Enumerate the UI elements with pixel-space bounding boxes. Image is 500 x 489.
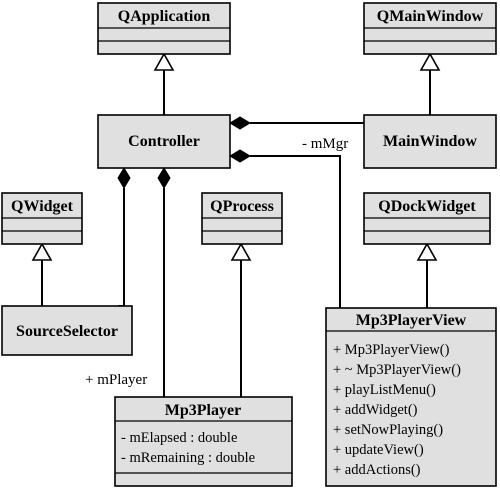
- inheritance-arrow-qdockwidget: [416, 242, 438, 261]
- class-qwidget: QWidget: [1, 192, 83, 245]
- inheritance-arrow-qmainwindow: [419, 52, 441, 71]
- controller-sourceselector-composition-line: [118, 188, 125, 307]
- operation-item: + setNowPlaying(): [333, 422, 443, 438]
- composition-diamond-mp3player: [157, 167, 171, 189]
- class-qapplication: QApplication: [97, 2, 231, 55]
- class-mainwindow: MainWindow: [363, 114, 497, 169]
- class-qdockwidget: QDockWidget: [363, 192, 491, 245]
- class-name-qapplication: QApplication: [118, 8, 211, 25]
- class-name-qprocess: QProcess: [210, 198, 274, 215]
- mp3player-attributes: - mElapsed : double - mRemaining : doubl…: [121, 430, 255, 466]
- class-name-sourceselector: SourceSelector: [16, 323, 118, 340]
- inheritance-arrow-qprocess: [230, 242, 252, 261]
- class-mp3player: Mp3Player - mElapsed : double - mRemaini…: [114, 396, 293, 487]
- class-controller: Controller: [97, 114, 231, 169]
- class-qprocess: QProcess: [201, 192, 283, 245]
- class-name-mp3player: Mp3Player: [165, 402, 241, 419]
- composition-diamond-mp3playerview: [229, 149, 251, 163]
- role-label-mplayer: + mPlayer: [85, 372, 147, 388]
- mp3playerview-operations: + Mp3PlayerView() + ~ Mp3PlayerView() + …: [333, 342, 461, 478]
- class-sourceselector: SourceSelector: [1, 305, 133, 356]
- class-name-qmainwindow: QMainWindow: [377, 8, 484, 25]
- class-name-qwidget: QWidget: [11, 198, 74, 215]
- operation-item: + addWidget(): [333, 402, 418, 418]
- operation-item: + playListMenu(): [333, 382, 436, 398]
- class-name-controller: Controller: [128, 133, 200, 150]
- attribute-item: - mElapsed : double: [121, 430, 237, 446]
- inheritance-arrow-qapplication: [153, 52, 175, 71]
- inheritance-arrow-qwidget: [31, 242, 53, 261]
- composition-diamond-sourceselector: [117, 167, 131, 189]
- attribute-item: - mRemaining : double: [121, 450, 255, 466]
- class-mp3playerview: Mp3PlayerView + Mp3PlayerView() + ~ Mp3P…: [325, 307, 497, 487]
- operation-item: + updateView(): [333, 442, 424, 458]
- class-name-mainwindow: MainWindow: [383, 133, 477, 150]
- composition-diamond-mainwindow: [229, 116, 251, 130]
- controller-mp3playerview-composition-line: [250, 155, 341, 308]
- class-qmainwindow: QMainWindow: [363, 2, 497, 55]
- operation-item: + ~ Mp3PlayerView(): [333, 362, 461, 378]
- operation-item: + addActions(): [333, 462, 421, 478]
- operation-item: + Mp3PlayerView(): [333, 342, 450, 358]
- role-label-mmgr: - mMgr: [302, 136, 348, 152]
- class-name-mp3playerview: Mp3PlayerView: [356, 312, 467, 329]
- class-name-qdockwidget: QDockWidget: [378, 198, 476, 215]
